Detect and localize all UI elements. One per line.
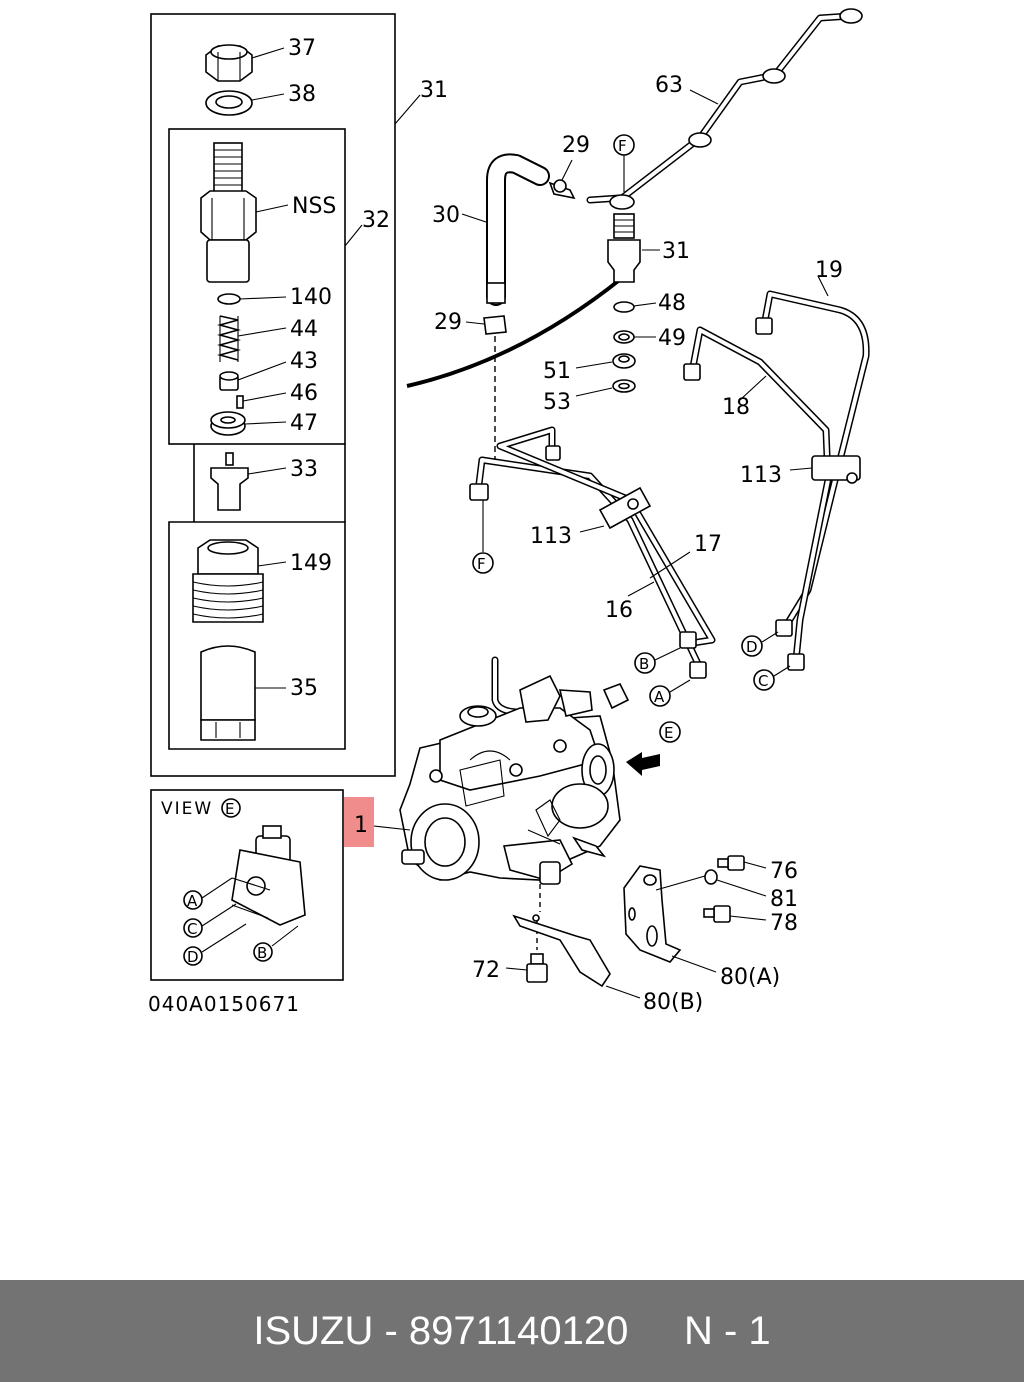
bracket-80a-part (623, 865, 682, 963)
o-ring-49-part (613, 330, 635, 344)
view-direction-arrow (626, 752, 660, 776)
washer-48-part (613, 301, 635, 313)
callout-48: 48 (658, 291, 686, 316)
view-e-frame (150, 789, 344, 981)
callout-38: 38 (288, 82, 316, 107)
callout-80a: 80(A) (720, 965, 780, 990)
footer-brand: ISUZU (253, 1308, 374, 1353)
view-label: VIEW (161, 799, 213, 819)
seal-51-part (612, 353, 636, 369)
bolt-76-part (717, 855, 745, 871)
connector-b-main: B (639, 655, 649, 673)
callout-37: 37 (288, 36, 316, 61)
view-connector-d: D (187, 948, 199, 966)
callout-nss: NSS (292, 194, 336, 219)
connector-f-top: F (618, 137, 627, 155)
footer-quantity: N - 1 (683, 1308, 771, 1353)
washer-38-part (205, 90, 253, 116)
connector-a-main: A (654, 688, 665, 706)
injection-pipes-16-17-part (469, 426, 716, 679)
clip-29-low-part (483, 315, 507, 335)
nozzle-33-part (210, 452, 249, 511)
footer-spacer (628, 1309, 684, 1354)
callout-72: 72 (472, 958, 500, 983)
callout-78: 78 (770, 911, 798, 936)
callout-1-highlight (344, 797, 374, 847)
callout-149: 149 (290, 551, 332, 576)
footer-separator: - (373, 1308, 409, 1353)
retaining-nut-149-part (192, 539, 264, 623)
callout-113-left: 113 (530, 524, 572, 549)
spacer-47-part (210, 411, 246, 436)
view-connector-c: C (187, 920, 197, 938)
spring-seat-43-part (219, 371, 239, 391)
injection-pump-part (399, 674, 630, 885)
callout-81: 81 (770, 887, 798, 912)
callout-29-top: 29 (562, 133, 590, 158)
injector-31-part (607, 213, 641, 283)
pipe-clamp-113-right-part (811, 455, 861, 484)
footer-part-number: 8971140120 (408, 1308, 629, 1353)
callout-33: 33 (290, 457, 318, 482)
bracket-80b-part (512, 914, 611, 988)
view-connector-b: B (257, 944, 267, 962)
washer-81-part (704, 869, 718, 885)
callout-49: 49 (658, 326, 686, 351)
pipe-clamp-113-left-part (598, 486, 652, 530)
drawing-code: 040A0150671 (148, 992, 300, 1016)
bolt-78-part (703, 905, 731, 923)
callout-35: 35 (290, 676, 318, 701)
washer-140-part (217, 293, 241, 305)
callout-46: 46 (290, 381, 318, 406)
connector-d-right: D (746, 638, 758, 656)
clip-29-top-part (548, 179, 576, 200)
callout-140: 140 (290, 285, 332, 310)
callout-29-low: 29 (434, 310, 462, 335)
callout-30: 30 (432, 203, 460, 228)
connector-e-main: E (664, 724, 673, 742)
view-connector-a: A (187, 892, 198, 910)
connector-f-mid: F (477, 555, 486, 573)
leak-off-line (406, 276, 624, 388)
callout-80b: 80(B) (643, 990, 703, 1015)
nozzle-assembly-frame (150, 13, 396, 777)
nut-37-part (205, 44, 253, 82)
pin-46-part (236, 395, 244, 409)
callout-17: 17 (694, 532, 722, 557)
footer-bar: ISUZU - 8971140120 N - 1 (0, 1280, 1024, 1382)
nozzle-holder-part (200, 142, 257, 283)
callout-32: 32 (362, 208, 390, 233)
callout-63: 63 (655, 73, 683, 98)
connector-c-right: C (758, 672, 768, 690)
callout-51: 51 (543, 359, 571, 384)
callout-31: 31 (662, 239, 690, 264)
nozzle-holder-subframe (168, 128, 346, 445)
spring-44-part (217, 315, 241, 362)
callout-47: 47 (290, 411, 318, 436)
parts-diagram: 37 38 NSS 140 44 43 46 (148, 8, 870, 1016)
view-e-valve-part (231, 825, 306, 926)
callout-18: 18 (722, 395, 750, 420)
callout-53: 53 (543, 390, 571, 415)
callout-113-right: 113 (740, 463, 782, 488)
gasket-53-part (612, 379, 636, 393)
callout-43: 43 (290, 349, 318, 374)
callout-1: 1 (354, 813, 368, 838)
return-hose-30-part (486, 153, 550, 306)
callout-31-frame: 31 (420, 78, 448, 103)
bolt-72-part (526, 953, 548, 983)
callout-16: 16 (605, 598, 633, 623)
view-letter: E (225, 800, 234, 818)
callout-19: 19 (815, 258, 843, 283)
sleeve-35-part (200, 645, 256, 741)
injection-pipes-18-19-part (683, 290, 870, 671)
callout-76: 76 (770, 859, 798, 884)
callout-44: 44 (290, 317, 318, 342)
leak-off-pipe-63-part (586, 8, 863, 210)
